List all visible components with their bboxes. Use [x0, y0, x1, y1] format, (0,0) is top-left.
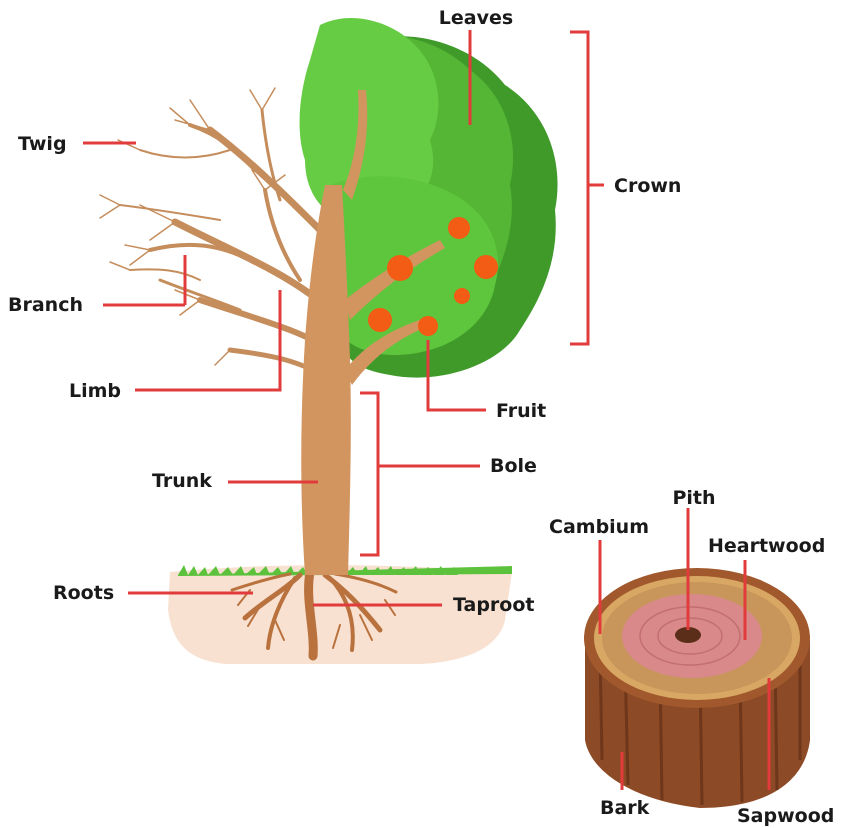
- bare-branches: [100, 88, 330, 380]
- fruit-5: [368, 308, 392, 332]
- wood-cross-section: [584, 568, 810, 808]
- label-trunk: Trunk: [152, 470, 212, 492]
- label-bark: Bark: [600, 797, 650, 819]
- branch-line: [103, 255, 185, 305]
- fruit-4: [454, 288, 470, 304]
- label-branch: Branch: [8, 294, 83, 316]
- label-roots: Roots: [53, 582, 114, 604]
- fruit-2: [387, 255, 413, 281]
- label-limb: Limb: [69, 380, 121, 402]
- bole-bracket: [360, 393, 480, 555]
- crown-bracket: [570, 32, 604, 344]
- label-taproot: Taproot: [453, 594, 535, 616]
- label-pith: Pith: [672, 487, 715, 509]
- label-crown: Crown: [614, 175, 681, 197]
- label-fruit: Fruit: [496, 400, 546, 422]
- label-sapwood: Sapwood: [737, 805, 834, 827]
- label-bole: Bole: [490, 455, 537, 477]
- label-cambium: Cambium: [549, 516, 649, 538]
- fruit-1: [448, 217, 470, 239]
- fruit-3: [474, 255, 498, 279]
- label-twig: Twig: [18, 133, 67, 155]
- label-leaves: Leaves: [439, 7, 513, 29]
- fruit-6: [418, 316, 438, 336]
- label-heartwood: Heartwood: [708, 535, 825, 557]
